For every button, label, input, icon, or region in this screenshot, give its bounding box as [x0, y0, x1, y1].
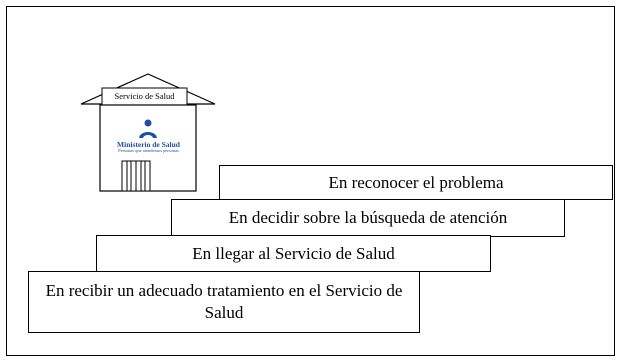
step-decide-seek-care: En decidir sobre la búsqueda de atención [171, 199, 565, 237]
health-service-building-icon [80, 73, 216, 192]
ministry-logo-icon [139, 119, 157, 138]
diagram-frame [6, 6, 615, 356]
step-receive-treatment: En recibir un adecuado tratamiento en el… [28, 271, 420, 333]
ministry-name: Ministerio de Salud [117, 140, 180, 149]
ministry-tagline: Personas que atendemos personas [118, 148, 179, 153]
building-sign-text: Servicio de Salud [114, 91, 175, 101]
step-recognize-problem: En reconocer el problema [219, 165, 613, 200]
step-reach-health-service: En llegar al Servicio de Salud [96, 235, 491, 272]
